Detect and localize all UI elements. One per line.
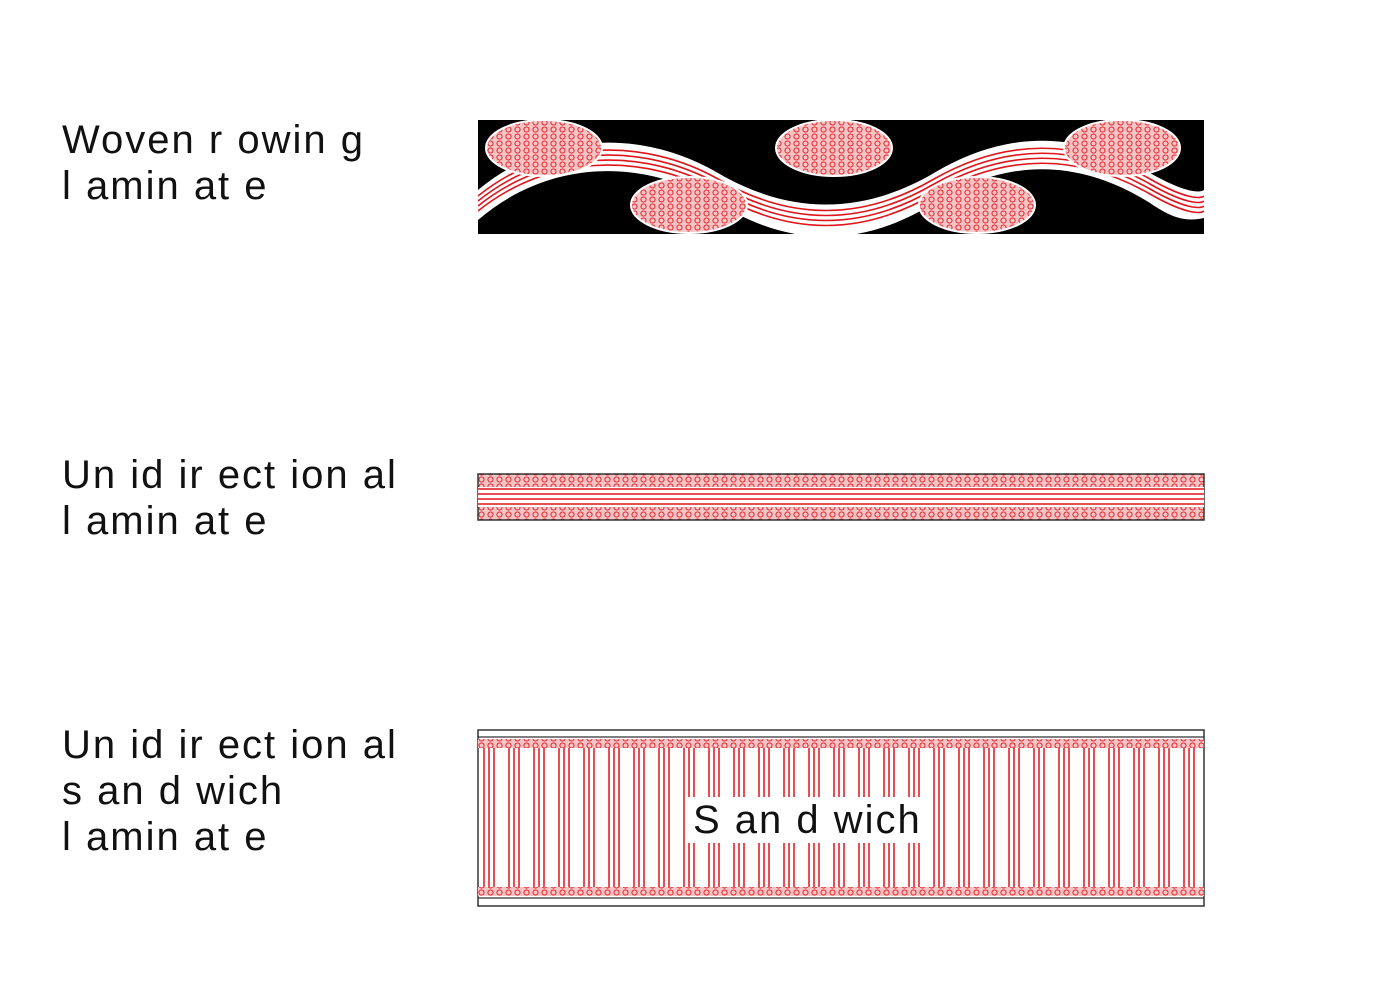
sandwich-diagram: S an d wich: [477, 729, 1205, 907]
woven-roving-label: Woven r owin g l amin at e: [62, 117, 365, 209]
woven-fiber-strands: [478, 147, 1204, 227]
woven-roving-label-line-1: Woven r owin g: [62, 118, 365, 162]
sandwich-core-cells: [483, 748, 1195, 887]
sandwich-label: Un id ir ect ion al s an d wich l amin a…: [62, 722, 398, 860]
woven-roving-label-line-2: l amin at e: [62, 164, 269, 208]
bottom-face-sheet: [478, 887, 1204, 896]
unidirectional-label: Un id ir ect ion al l amin at e: [62, 452, 398, 544]
sandwich-core-label: S an d wich: [693, 798, 922, 842]
sandwich-label-line-1: Un id ir ect ion al: [62, 723, 398, 767]
unidirectional-fibers: [478, 488, 1204, 505]
woven-cross-tows: [485, 120, 1181, 234]
woven-roving-diagram: [478, 120, 1204, 234]
sandwich-label-line-3: l amin at e: [62, 815, 269, 859]
unidirectional-label-line-1: Un id ir ect ion al: [62, 453, 398, 497]
unidirectional-label-line-2: l amin at e: [62, 499, 269, 543]
sandwich-core-label-bg: [686, 797, 926, 843]
unidirectional-fiber-core: [478, 487, 1204, 507]
sandwich-label-line-2: s an d wich: [62, 769, 285, 813]
top-face-sheet: [478, 739, 1204, 748]
unidirectional-diagram: [477, 473, 1205, 521]
